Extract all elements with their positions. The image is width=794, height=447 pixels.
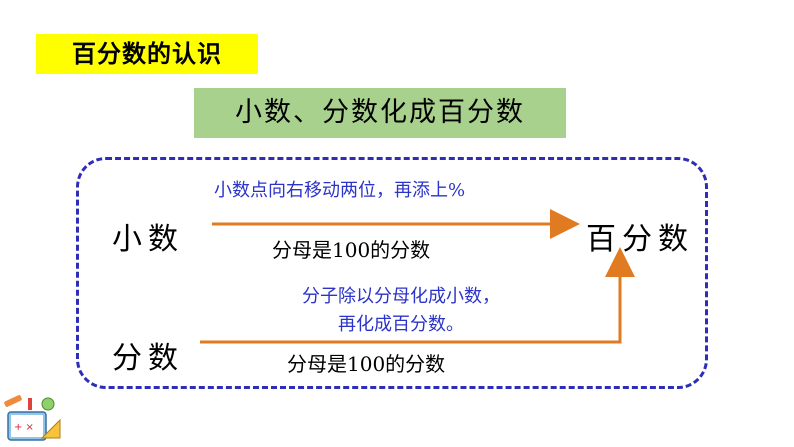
fraction-to-percent-arrow	[200, 247, 635, 344]
topic-title: 小数、分数化成百分数	[194, 88, 566, 138]
fraction-rule-note-line1: 分子除以分母化成小数，	[302, 286, 500, 307]
decimal-rule-note: 小数点向右移动两位，再添上%	[214, 180, 466, 201]
fraction-result-note: 分母是100的分数	[287, 352, 446, 376]
decimal-label: 小数	[112, 222, 184, 257]
svg-text:+ ×: + ×	[14, 422, 34, 433]
decimal-result-note: 分母是100的分数	[272, 238, 431, 262]
conversion-panel	[76, 157, 708, 389]
fraction-rule-note-line2: 再化成百分数。	[338, 314, 464, 335]
lesson-tag: 百分数的认识	[36, 34, 258, 74]
fraction-label: 分数	[112, 341, 184, 376]
percent-label: 百分数	[586, 222, 694, 257]
math-tools-icon: + ×	[4, 395, 61, 441]
